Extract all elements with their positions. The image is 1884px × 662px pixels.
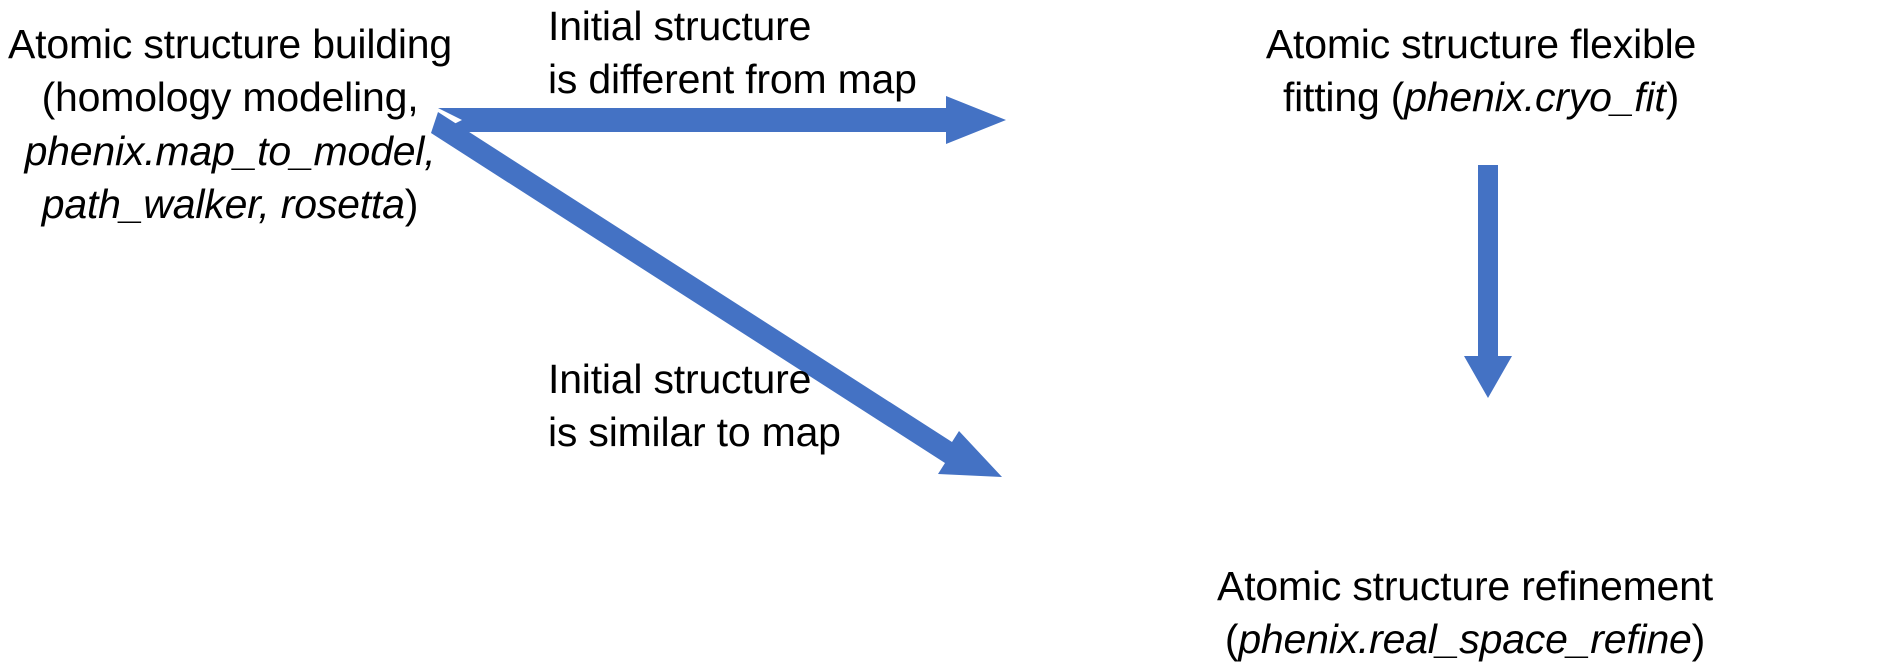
edge-label-different-line-1: Initial structure <box>548 3 812 49</box>
node-fitting-line-2-prefix: fitting ( <box>1282 74 1405 121</box>
node-refinement-line-1: Atomic structure refinement <box>1217 563 1713 609</box>
node-refinement-line-2-prefix: ( <box>1224 616 1239 662</box>
node-fitting-line-2: fitting (phenix.cryo_fit) <box>1078 71 1884 124</box>
node-refinement-line-2-suffix: ) <box>1691 616 1706 662</box>
arrow-flexible-fitting-to-refinement <box>1464 165 1512 398</box>
node-building-line-1: Atomic structure building <box>8 21 452 67</box>
node-refinement-line-2: (phenix.real_space_refine) <box>1046 613 1884 662</box>
node-atomic-structure-flexible-fitting[interactable]: Atomic structure flexible fitting (pheni… <box>1078 18 1884 125</box>
edge-label-similar-line-1: Initial structure <box>548 356 812 402</box>
edge-label-initial-structure-similar: Initial structure is similar to map <box>548 353 841 460</box>
edge-label-similar-line-2: is similar to map <box>548 409 841 456</box>
node-building-line-4: path_walker, rosetta) <box>0 178 460 231</box>
node-building-line-3: phenix.map_to_model, <box>0 125 460 178</box>
node-fitting-line-2-suffix: ) <box>1665 74 1680 121</box>
node-building-line-3-italic: phenix.map_to_model, <box>24 127 436 174</box>
node-atomic-structure-refinement[interactable]: Atomic structure refinement (phenix.real… <box>1046 560 1884 662</box>
node-atomic-structure-building[interactable]: Atomic structure building (homology mode… <box>0 18 460 231</box>
node-building-line-4-tail: ) <box>404 180 419 227</box>
node-building-line-2: (homology modeling, <box>41 74 419 121</box>
node-fitting-line-1: Atomic structure flexible <box>1265 21 1697 67</box>
node-refinement-line-2-italic: phenix.real_space_refine <box>1238 616 1692 662</box>
edge-label-initial-structure-different: Initial structure is different from map <box>548 0 917 107</box>
node-fitting-line-2-italic: phenix.cryo_fit <box>1404 74 1666 121</box>
node-building-line-4-italic: path_walker, rosetta <box>41 180 405 227</box>
edge-label-different-line-2: is different from map <box>548 56 917 103</box>
